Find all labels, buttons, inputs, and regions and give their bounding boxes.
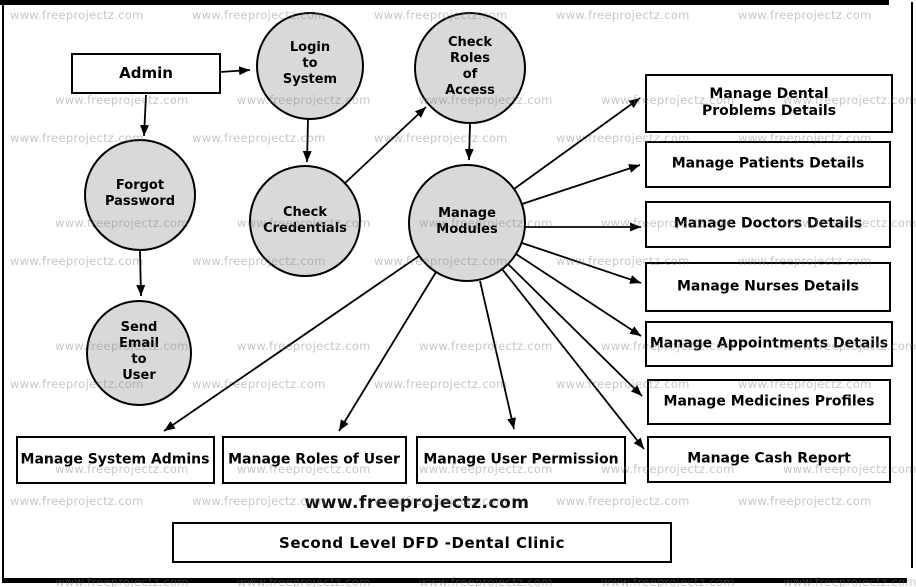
process-forgot-password-label: Forgot Password	[104, 178, 176, 209]
arrow-mm-to-user-permission	[479, 280, 516, 430]
process-check-roles-label: Check Roles of Access	[445, 35, 495, 98]
datastore-medicines-label: Manage Medicines Profiles	[663, 393, 875, 410]
process-login-circle	[256, 12, 364, 120]
datastore-user-permission-box	[416, 436, 626, 484]
process-manage-modules-label: Manage Modules	[436, 206, 498, 237]
entity-admin-box	[71, 53, 221, 94]
arrow-mm-to-cash-report	[501, 268, 645, 450]
process-manage-modules-circle	[408, 164, 526, 282]
datastore-patients-label: Manage Patients Details	[671, 155, 865, 172]
datastore-dental-box	[645, 74, 893, 133]
datastore-roles-of-user-label: Manage Roles of User	[228, 451, 400, 468]
datastore-roles-of-user-box	[222, 436, 407, 484]
datastore-cash-report-box	[647, 436, 891, 483]
site-title: www.freeprojectz.com	[304, 493, 530, 513]
process-forgot-password-circle	[84, 139, 196, 251]
datastore-patients-box	[645, 141, 891, 188]
datastore-system-admins-box	[16, 436, 215, 484]
frame-bottom	[2, 578, 907, 583]
arrow-forgot-password-to-send-email	[136, 250, 146, 297]
datastore-user-permission-label: Manage User Permission	[423, 451, 619, 468]
frame-top	[0, 0, 889, 5]
process-login-label: Login to System	[282, 40, 338, 87]
arrow-admin-to-forgot-password	[140, 94, 150, 137]
frame-right	[911, 2, 913, 568]
arrow-mm-to-roles-of-user	[338, 271, 437, 432]
arrow-mm-to-appointments	[515, 253, 642, 337]
arrow-mm-to-patients	[521, 164, 641, 205]
datastore-nurses-label: Manage Nurses Details	[677, 278, 859, 295]
process-check-credentials-circle	[249, 165, 361, 277]
arrow-mm-to-dental	[513, 97, 641, 190]
process-send-email-circle	[86, 300, 192, 406]
datastore-appointments-box	[645, 321, 893, 367]
datastore-cash-report-label: Manage Cash Report	[687, 450, 851, 467]
caption-box	[172, 522, 672, 563]
arrow-admin-to-login	[219, 66, 251, 76]
datastore-doctors-label: Manage Doctors Details	[673, 215, 863, 232]
arrow-mm-to-nurses	[521, 242, 642, 284]
arrow-mm-to-medicines	[507, 263, 643, 397]
arrow-check-credentials-to-check-roles	[343, 106, 427, 185]
arrow-mm-to-system-admins	[163, 255, 420, 432]
process-circles	[84, 12, 526, 406]
flow-arrows	[136, 66, 645, 450]
arrow-login-to-check-credentials	[302, 118, 312, 163]
datastore-medicines-box	[647, 379, 891, 425]
datastore-nurses-box	[645, 262, 891, 312]
datastore-dental-label: Manage Dental Problems Details	[701, 86, 837, 119]
datastore-doctors-box	[645, 201, 891, 248]
rect-nodes	[16, 53, 893, 563]
process-send-email-label: Send Email to User	[118, 320, 160, 383]
process-check-credentials-label: Check Credentials	[263, 205, 347, 236]
process-check-roles-circle	[414, 12, 526, 124]
arrow-check-roles-to-manage-modules	[464, 123, 474, 161]
datastore-appointments-label: Manage Appointments Details	[649, 335, 889, 352]
datastore-system-admins-label: Manage System Admins	[20, 451, 210, 468]
frame-left	[2, 2, 4, 580]
caption-label: Second Level DFD -Dental Clinic	[279, 534, 565, 552]
entity-admin-label: Admin	[119, 64, 173, 82]
